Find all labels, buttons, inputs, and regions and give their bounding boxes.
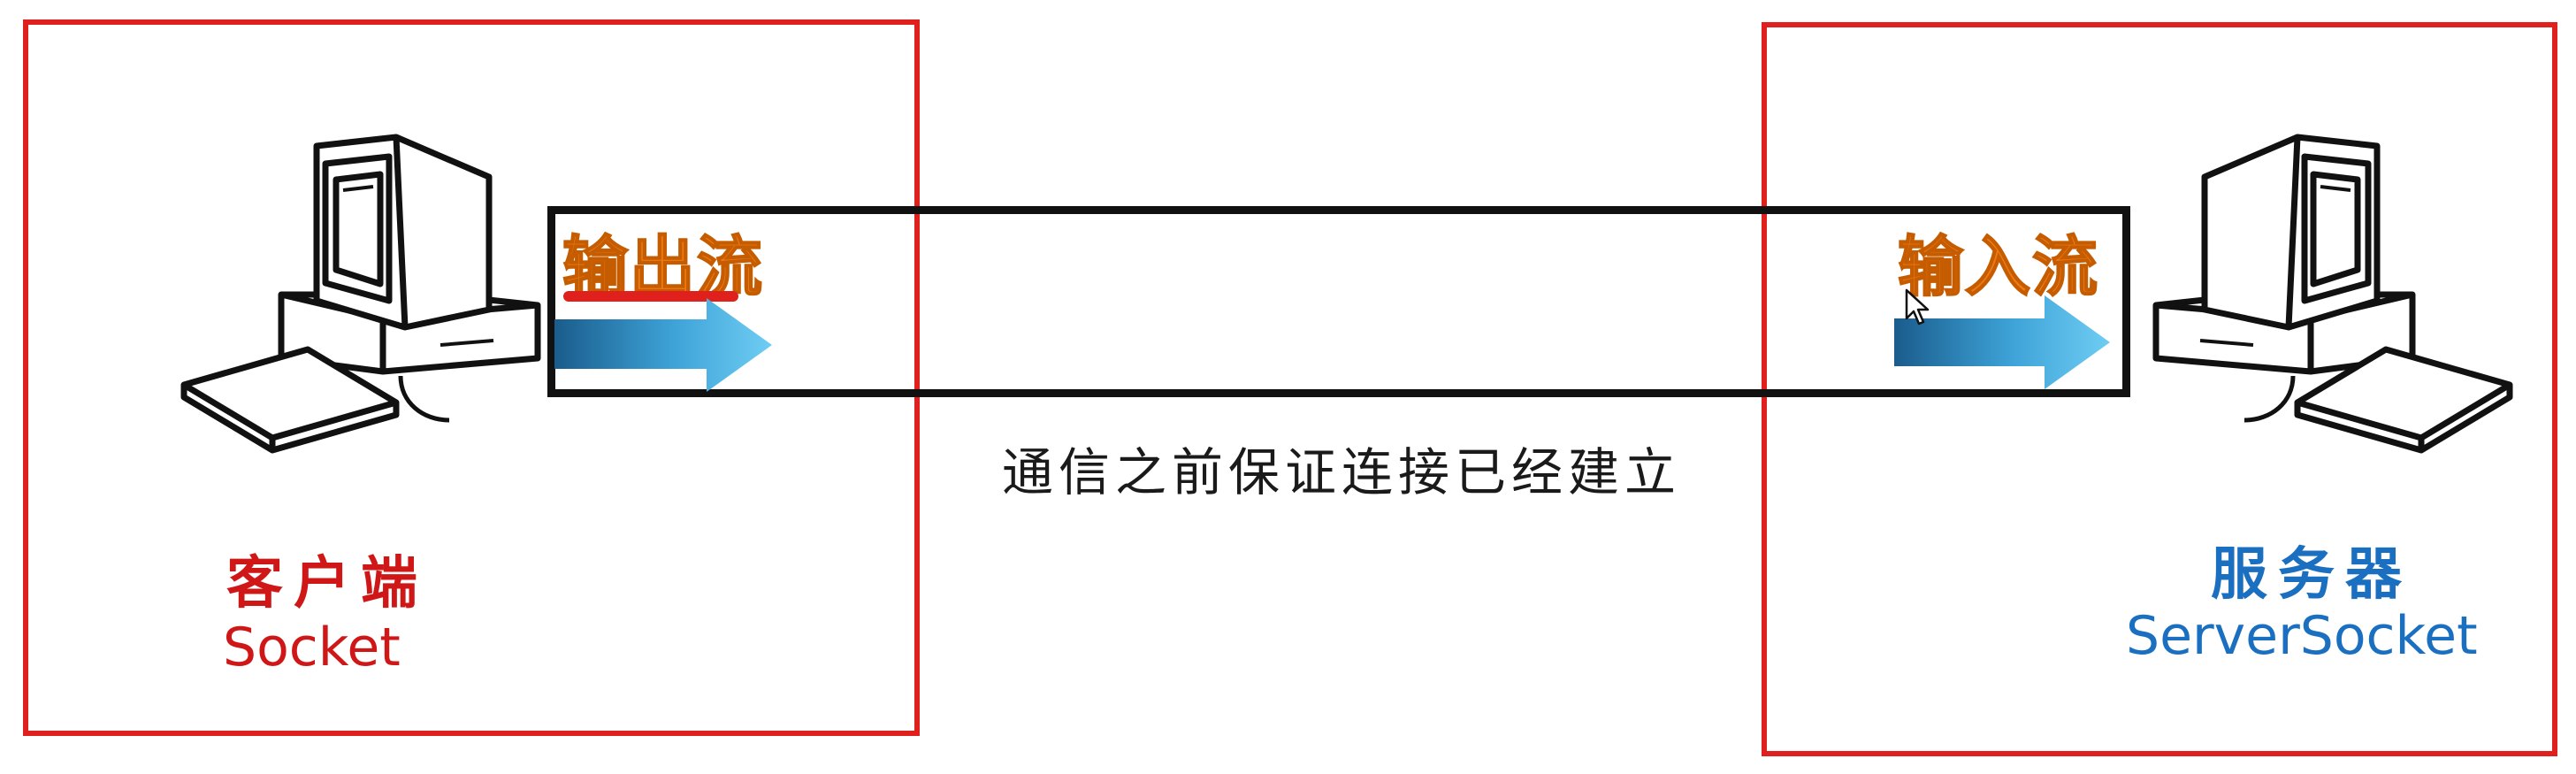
mouse-pointer-icon <box>1905 288 1930 326</box>
server-socket-label: ServerSocket <box>2126 605 2478 667</box>
client-frame <box>23 19 920 736</box>
client-computer-icon <box>180 134 541 454</box>
input-stream-label: 输入流 <box>1897 228 2099 306</box>
connection-channel <box>547 206 2130 397</box>
client-socket-label: Socket <box>223 617 401 678</box>
output-stream-underline <box>563 291 738 302</box>
server-computer-icon <box>2152 134 2513 454</box>
connection-caption: 通信之前保证连接已经建立 <box>1002 442 1682 502</box>
input-arrow-icon <box>1894 295 2110 389</box>
output-arrow-icon <box>554 298 772 392</box>
client-title: 客户端 <box>226 551 428 617</box>
server-title: 服务器 <box>2211 542 2412 608</box>
